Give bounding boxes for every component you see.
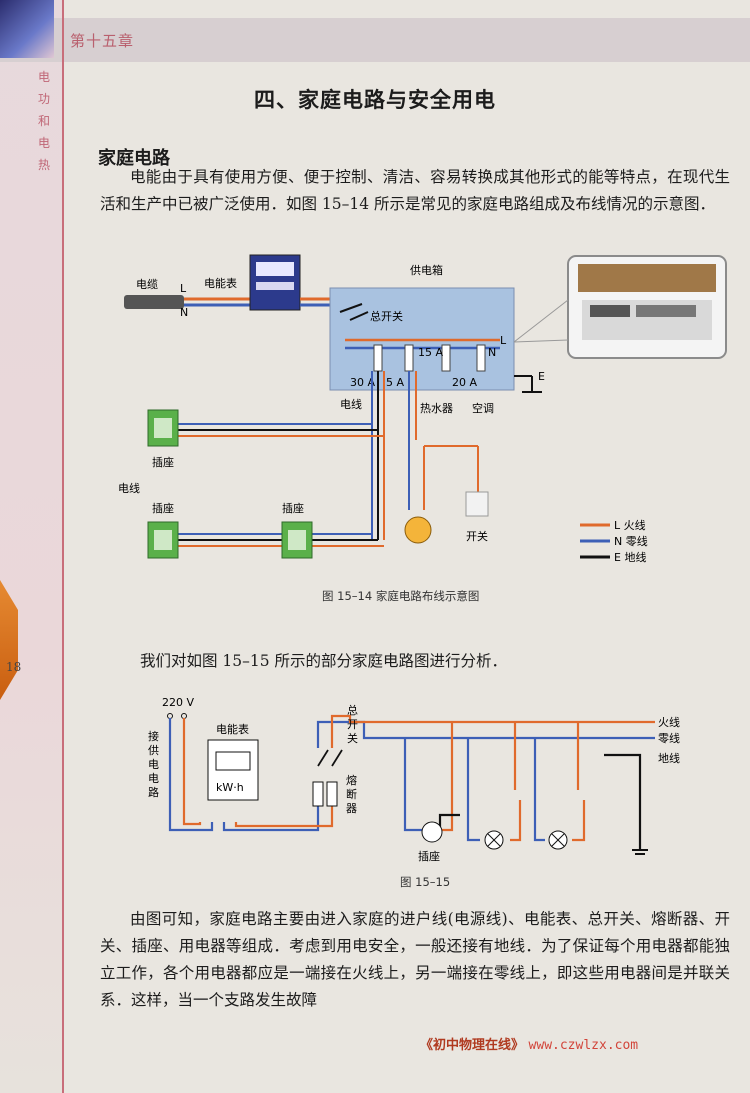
main-switch-label: 总开关 <box>370 309 403 323</box>
ground-label: E <box>538 370 545 383</box>
neutral-label: 零线 <box>658 731 680 745</box>
breaker-box-photo <box>513 255 727 359</box>
paragraph-3: 由图可知，家庭电路主要由进入家庭的进户线(电源线)、电能表、总开关、熔断器、开关… <box>100 910 730 1009</box>
watermark-footer: 《初中物理在线》 www.czwlzx.com <box>420 1034 638 1053</box>
page-number: 18 <box>6 660 22 674</box>
wall-switch-icon <box>465 491 489 517</box>
cable <box>124 295 184 309</box>
rating-20A: 20 A <box>452 376 477 389</box>
terminal <box>181 713 187 719</box>
branch-wires <box>175 371 479 547</box>
svg-text:路: 路 <box>148 786 159 799</box>
voltage-label: 220 V <box>162 696 194 709</box>
breaker <box>404 344 414 372</box>
meter-window <box>215 751 251 771</box>
header-band <box>0 18 750 62</box>
socket-1 <box>147 409 179 447</box>
fuse-symbol <box>312 781 324 807</box>
wire-label-1: 电线 <box>340 397 362 411</box>
socket-label: 插座 <box>418 849 440 863</box>
page-title: 四、家庭电路与安全用电 <box>254 87 496 112</box>
live-label: 火线 <box>658 715 680 729</box>
legend: L 火线 N 零线 E 地线 <box>580 518 648 564</box>
svg-text:总: 总 <box>347 703 358 717</box>
svg-text:熔: 熔 <box>346 773 357 787</box>
main-switch-symbol <box>317 749 329 767</box>
kwh-label: kW·h <box>216 781 244 794</box>
legend-neutral: N 零线 <box>614 534 648 548</box>
breaker <box>441 344 451 372</box>
lamp-icon <box>484 830 504 850</box>
legend-ground: E 地线 <box>614 550 646 564</box>
meter-label: 电能表 <box>216 722 249 736</box>
svg-text:接: 接 <box>148 730 159 743</box>
footer-url: www.czwlzx.com <box>528 1038 639 1053</box>
main-switch-symbol <box>331 749 343 767</box>
svg-text:关: 关 <box>347 731 358 745</box>
main-switch-label: 总 开 关 <box>347 703 358 745</box>
fuse-symbol <box>326 781 338 807</box>
label-L: L <box>180 282 187 295</box>
legend-live: L 火线 <box>614 518 646 532</box>
socket-3 <box>281 521 313 559</box>
socket-label-2: 插座 <box>152 501 174 515</box>
rating-30A: 30 A <box>350 376 375 389</box>
main-switch <box>349 311 369 321</box>
svg-text:器: 器 <box>346 802 357 815</box>
section-title: 家庭电路 <box>98 148 170 169</box>
figure-caption-2: 图 15–15 <box>400 875 451 889</box>
terminal <box>167 713 173 719</box>
fuse-label: 熔 断 器 <box>346 773 357 815</box>
lamp-icon <box>404 516 432 544</box>
label-N: N <box>180 306 188 319</box>
heater-label: 热水器 <box>420 402 453 415</box>
footer-text: 《初中物理在线》 <box>420 1038 525 1053</box>
ground-label: 地线 <box>658 751 680 765</box>
rating-15A: 15 A <box>418 346 443 359</box>
figure-caption-1: 图 15–14 家庭电路布线示意图 <box>322 589 480 603</box>
margin-line <box>62 0 64 1093</box>
corner-image <box>0 0 54 58</box>
main-switch <box>339 303 363 313</box>
lamp-icon <box>548 830 568 850</box>
socket-2 <box>147 521 179 559</box>
meter-display <box>256 262 294 276</box>
meter-terminal <box>256 282 294 290</box>
meter-label: 电能表 <box>204 276 237 290</box>
breaker <box>373 344 383 372</box>
rating-5A: 5 A <box>386 376 404 389</box>
chapter-label: 第十五章 <box>70 32 135 50</box>
svg-text:开: 开 <box>347 718 358 731</box>
page-tab <box>0 580 18 700</box>
switch-label: 开关 <box>466 529 488 543</box>
figure-15-15: 220 V 接 供 电 电 路 <box>148 696 680 863</box>
svg-text:电: 电 <box>148 772 159 785</box>
svg-text:断: 断 <box>346 787 357 801</box>
breaker <box>476 344 486 372</box>
box-label: 供电箱 <box>410 263 443 277</box>
paragraph-1: 电能由于具有使用方便、便于控制、清洁、容易转换成其他形式的能等特点，在现代生活和… <box>100 168 730 213</box>
box-L: L <box>500 334 507 347</box>
socket-symbol <box>421 821 443 843</box>
socket-label-3: 插座 <box>282 501 304 515</box>
margin-strip <box>0 0 62 1093</box>
cable-label: 电缆 <box>136 278 158 291</box>
figure-15-14: 电缆 L N 电能表 供电箱 总开关 L N 30 A 5 A 15 A 20 … <box>118 254 727 564</box>
paragraph-2: 我们对如图 15–15 所示的部分家庭电路图进行分析． <box>140 652 508 670</box>
svg-text:电: 电 <box>148 758 159 771</box>
svg-text:供: 供 <box>148 743 159 757</box>
side-label: 电 功 和 电 热 <box>37 70 50 172</box>
ac-label: 空调 <box>472 401 494 415</box>
supply-label: 接 供 电 电 路 <box>148 730 159 799</box>
box-N: N <box>488 346 496 359</box>
wire-label-2: 电线 <box>118 481 140 495</box>
socket-label-1: 插座 <box>152 455 174 469</box>
